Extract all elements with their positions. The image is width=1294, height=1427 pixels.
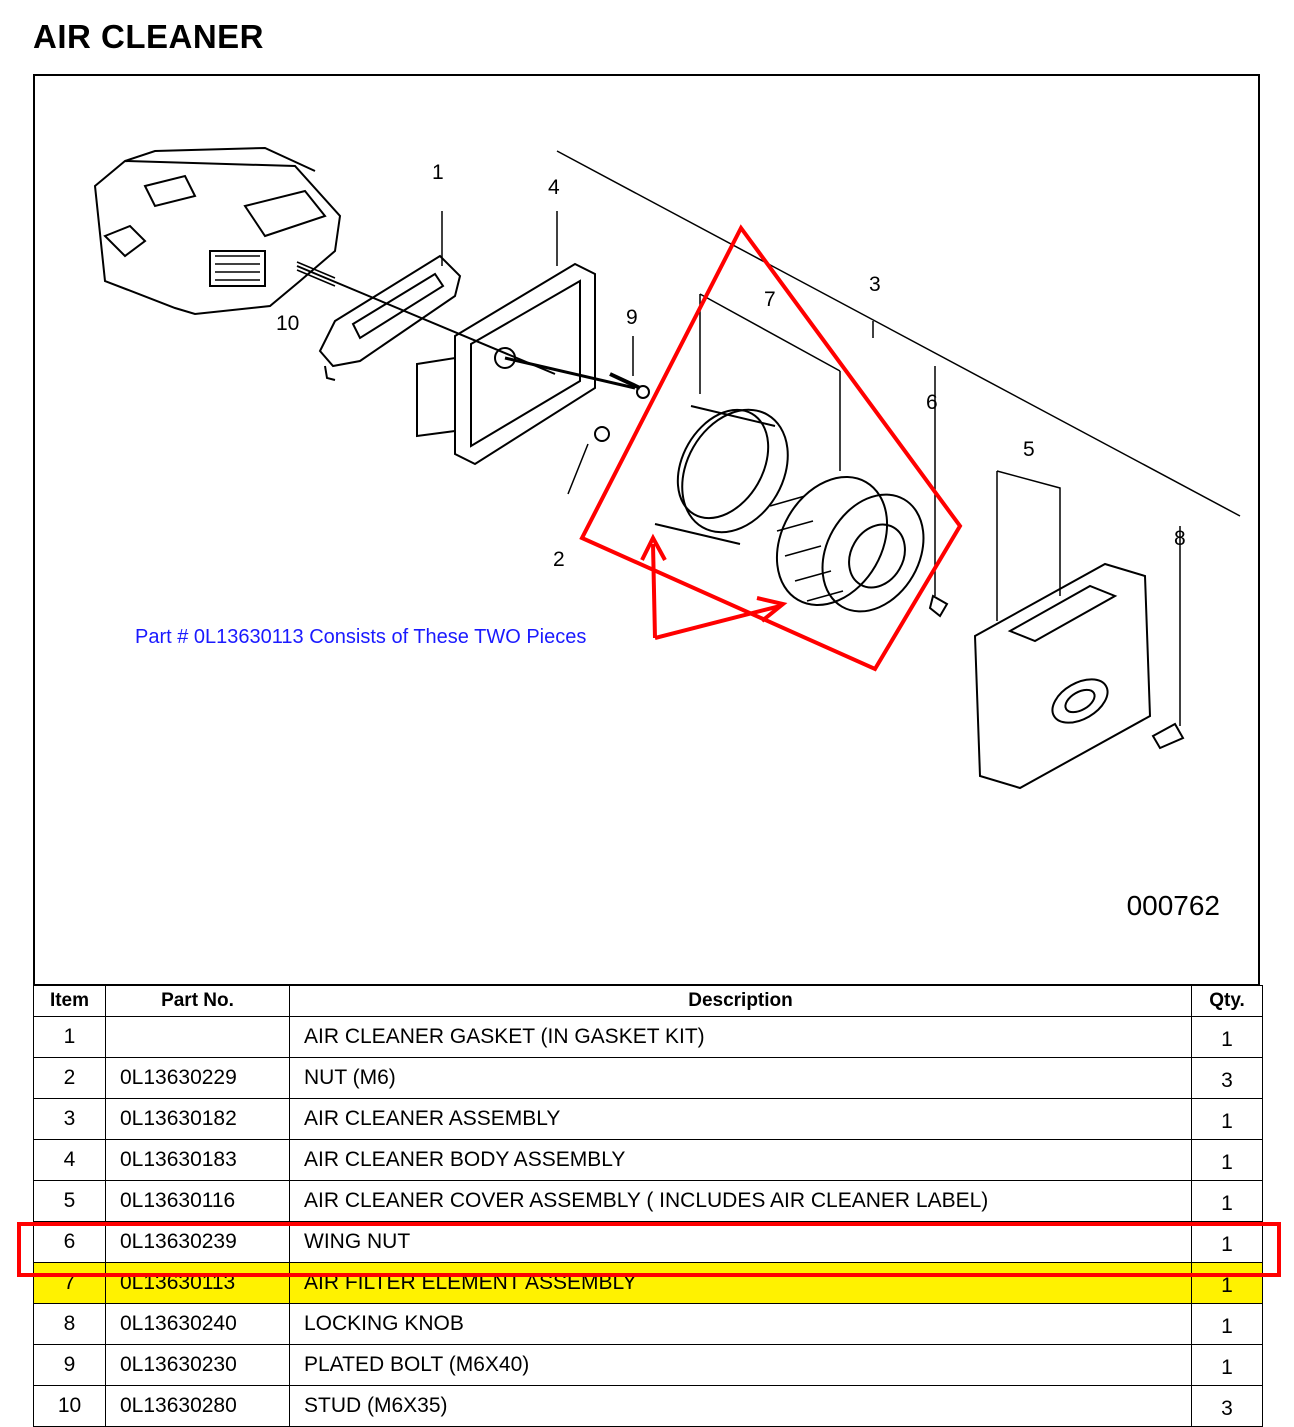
callout-label: 6 [926,391,938,414]
description-cell: LOCKING KNOB [289,1303,1192,1345]
markup-overlay [579,224,963,672]
part-no-cell: 0L13630239 [105,1221,290,1263]
description-cell: AIR CLEANER ASSEMBLY [289,1098,1192,1140]
item-cell: 3 [33,1098,106,1140]
cover-drawing [973,562,1152,790]
column-header-description: Description [289,985,1192,1017]
highlight-triangle [579,224,963,672]
wing-nut-drawing [928,594,949,618]
gasket-drawing [318,254,462,381]
table-row: 9 0L13630230 PLATED BOLT (M6X40) 1 [33,1344,1263,1386]
item-cell: 9 [33,1344,106,1386]
page-title: AIR CLEANER [33,18,265,55]
table-row: 1 AIR CLEANER GASKET (IN GASKET KIT) 1 [33,1016,1263,1058]
diagram-drawing [93,146,1241,790]
qty-cell: 1 [1191,1221,1263,1263]
table-row: 2 0L13630229 NUT (M6) 3 [33,1057,1263,1099]
column-header-item: Item [33,985,106,1017]
item-cell: 7 [33,1262,106,1304]
callout-label: 3 [869,273,881,296]
qty-cell: 3 [1191,1057,1263,1099]
annotation-arrow-2 [654,604,781,640]
description-cell: AIR CLEANER GASKET (IN GASKET KIT) [289,1016,1192,1058]
table-row: 5 0L13630116 AIR CLEANER COVER ASSEMBLY … [33,1180,1263,1222]
part-no-cell: 0L13630116 [105,1180,290,1222]
item-cell: 4 [33,1139,106,1181]
description-cell: STUD (M6X35) [289,1385,1192,1427]
description-cell: AIR CLEANER COVER ASSEMBLY ( INCLUDES AI… [289,1180,1192,1222]
callout-label: 5 [1023,438,1035,461]
part-no-cell: 0L13630280 [105,1385,290,1427]
bolt-and-nut-drawing [594,372,650,442]
drawing-number: 000762 [1126,890,1220,921]
item-cell: 1 [33,1016,106,1058]
arrow-head-icon [756,596,788,623]
part-no-cell: 0L13630183 [105,1139,290,1181]
table-row: 4 0L13630183 AIR CLEANER BODY ASSEMBLY 1 [33,1139,1263,1181]
column-header-part-no: Part No. [105,985,290,1017]
part-no-cell: 0L13630229 [105,1057,290,1099]
intake-manifold-drawing [93,146,342,316]
callout-label: 2 [553,548,565,571]
description-cell: NUT (M6) [289,1057,1192,1099]
arrow-head-icon [640,533,667,561]
qty-cell: 3 [1191,1385,1263,1427]
qty-cell: 1 [1191,1303,1263,1345]
part-no-cell [105,1016,290,1058]
part-no-cell: 0L13630240 [105,1303,290,1345]
annotation-note: Part # 0L13630113 Consists of These TWO … [135,626,587,648]
column-header-qty: Qty. [1191,985,1263,1017]
row-highlight-outline [17,1222,1281,1277]
stud-drawing [296,261,556,375]
part-no-cell: 0L13630230 [105,1344,290,1386]
callout-label: 8 [1174,527,1186,550]
description-cell: PLATED BOLT (M6X40) [289,1344,1192,1386]
table-row: 6 0L13630239 WING NUT 1 [33,1221,1263,1263]
air-cleaner-body-drawing [416,262,636,466]
parts-table: Item Part No. Description Qty. 1 AIR CLE… [33,985,1263,1427]
qty-cell: 1 [1191,1262,1263,1304]
table-row: 3 0L13630182 AIR CLEANER ASSEMBLY 1 [33,1098,1263,1140]
table-header-row: Item Part No. Description Qty. [33,985,1263,1017]
callout-label: 4 [548,176,560,199]
filter-element-drawing [769,476,925,613]
table-row: 10 0L13630280 STUD (M6X35) 3 [33,1385,1263,1427]
callout-label: 10 [276,312,300,335]
item-cell: 8 [33,1303,106,1345]
item-cell: 5 [33,1180,106,1222]
callout-label: 7 [764,288,776,311]
annotation-arrow-1 [651,543,657,639]
pre-cleaner-drawing [654,405,789,545]
callout-label: 9 [626,306,638,329]
exploded-diagram: 1 2 3 4 5 6 7 8 9 10 Part # 0L13630113 C… [33,74,1260,986]
table-row: 8 0L13630240 LOCKING KNOB 1 [33,1303,1263,1345]
qty-cell: 1 [1191,1016,1263,1058]
callout-label: 1 [432,161,444,184]
description-cell: AIR CLEANER BODY ASSEMBLY [289,1139,1192,1181]
locking-knob-drawing [1151,722,1185,750]
item-cell: 10 [33,1385,106,1427]
qty-cell: 1 [1191,1344,1263,1386]
part-no-cell: 0L13630182 [105,1098,290,1140]
qty-cell: 1 [1191,1139,1263,1181]
qty-cell: 1 [1191,1098,1263,1140]
qty-cell: 1 [1191,1180,1263,1222]
item-cell: 2 [33,1057,106,1099]
